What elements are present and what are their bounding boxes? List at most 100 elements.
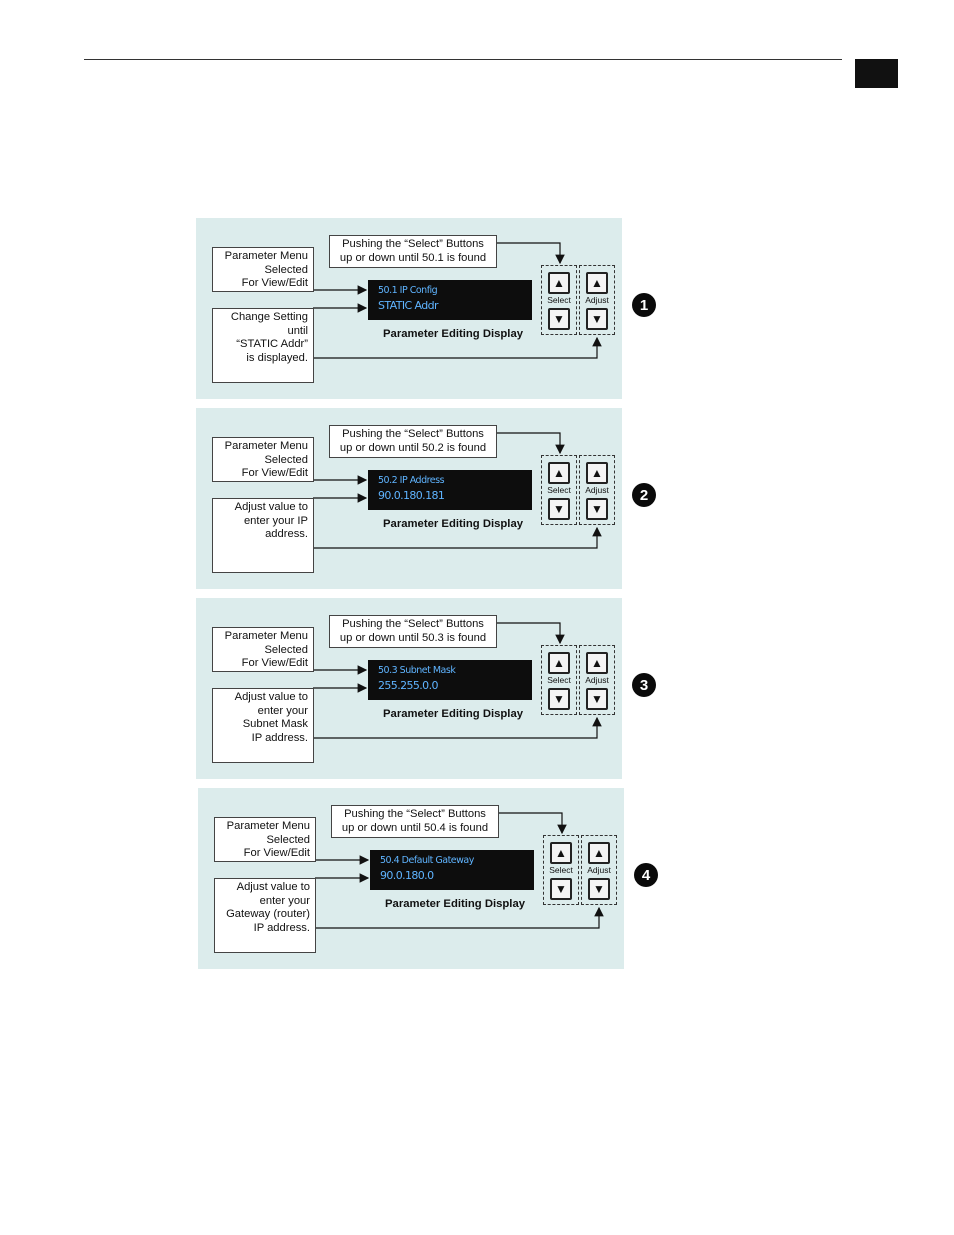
select-down-button[interactable]: ▼ — [550, 878, 572, 900]
connector-arrow — [313, 336, 602, 359]
triangle-up-icon: ▲ — [593, 846, 605, 860]
push-select-box-line: up or down until 50.1 is found — [339, 251, 487, 264]
display-value-line: 255.255.0.0 — [378, 679, 438, 692]
triangle-down-icon: ▼ — [593, 882, 605, 896]
connector-arrows — [315, 812, 604, 929]
connector-arrows — [313, 622, 602, 739]
instruction-box-line: “STATIC Addr” — [236, 338, 308, 351]
instruction-box-line: Adjust value to — [236, 881, 310, 893]
adjust-button-group: ▲ Adjust ▼ — [579, 455, 615, 525]
connector-arrow — [497, 432, 565, 455]
connector-arrows — [313, 242, 602, 359]
display-value-line: 90.0.180.181 — [378, 489, 445, 502]
connector-arrows — [313, 432, 602, 549]
display-parameter-line: 50.2 IP Address — [378, 475, 445, 486]
parameter-menu-box-line: For View/Edit — [241, 467, 308, 480]
instruction-box-line: Change Setting — [230, 311, 308, 323]
connector-arrow — [313, 716, 602, 739]
adjust-down-button[interactable]: ▼ — [586, 688, 608, 710]
triangle-down-icon: ▼ — [553, 502, 565, 516]
push-select-box-line: Pushing the “Select” Buttons — [342, 238, 484, 250]
instruction-box-line: enter your — [259, 894, 310, 907]
parameter-menu-box-line: Selected — [264, 453, 308, 466]
push-select-box-line: Pushing the “Select” Buttons — [344, 808, 486, 820]
adjust-label: Adjust — [585, 675, 609, 685]
adjust-up-button[interactable]: ▲ — [586, 272, 608, 294]
select-button-group: ▲ Select ▼ — [543, 835, 579, 905]
triangle-up-icon: ▲ — [553, 656, 565, 670]
adjust-down-button[interactable]: ▼ — [586, 308, 608, 330]
parameter-editing-display: 50.4 Default Gateway 90.0.180.0 — [370, 850, 534, 890]
select-down-button[interactable]: ▼ — [548, 308, 570, 330]
connector-arrow — [497, 622, 565, 645]
select-label: Select — [547, 675, 571, 685]
instruction-box-line: Gateway (router) — [226, 908, 310, 921]
triangle-down-icon: ▼ — [591, 502, 603, 516]
parameter-menu-box-line: Selected — [266, 833, 310, 846]
adjust-label: Adjust — [585, 485, 609, 495]
adjust-down-button[interactable]: ▼ — [588, 878, 610, 900]
instruction-box-line: is displayed. — [246, 351, 308, 364]
adjust-button-group: ▲ Adjust ▼ — [581, 835, 617, 905]
instruction-box-line: enter your — [257, 704, 308, 717]
corner-tab — [855, 59, 898, 88]
adjust-up-button[interactable]: ▲ — [588, 842, 610, 864]
select-down-button[interactable]: ▼ — [548, 688, 570, 710]
adjust-up-button[interactable]: ▲ — [586, 462, 608, 484]
adjust-down-button[interactable]: ▼ — [586, 498, 608, 520]
push-select-box-line: up or down until 50.2 is found — [339, 441, 487, 454]
display-value-line: STATIC Addr — [378, 299, 438, 312]
adjust-button-group: ▲Adjust ▼ — [579, 265, 615, 335]
select-up-button[interactable]: ▲ — [548, 652, 570, 674]
triangle-up-icon: ▲ — [591, 466, 603, 480]
step-number-badge: 4 — [634, 863, 658, 887]
adjust-label: Adjust — [585, 295, 609, 305]
select-up-button[interactable]: ▲ — [548, 462, 570, 484]
instruction-box-line: address. — [265, 528, 308, 541]
parameter-menu-box-line: Parameter Menu — [224, 440, 308, 452]
select-label: Select — [547, 295, 571, 305]
triangle-down-icon: ▼ — [591, 692, 603, 706]
parameter-menu-box-line: Parameter Menu — [224, 630, 308, 642]
display-parameter-line: 50.3 Subnet Mask — [378, 665, 456, 676]
parameter-menu-box-line: Selected — [264, 263, 308, 276]
instruction-box-line: IP address. — [253, 921, 310, 934]
parameter-menu-box-line: Parameter Menu — [226, 820, 310, 832]
parameter-menu-box-line: For View/Edit — [243, 847, 310, 860]
push-select-box-line: up or down until 50.4 is found — [341, 821, 489, 834]
display-value-line: 90.0.180.0 — [380, 869, 434, 882]
select-label: Select — [547, 485, 571, 495]
triangle-up-icon: ▲ — [555, 846, 567, 860]
step-number-badge: 2 — [632, 483, 656, 507]
triangle-up-icon: ▲ — [553, 276, 565, 290]
display-parameter-line: 50.1 IP Config — [378, 285, 438, 296]
select-down-button[interactable]: ▼ — [548, 498, 570, 520]
select-label: Select — [549, 865, 573, 875]
display-parameter-line: 50.4 Default Gateway — [380, 855, 474, 866]
select-up-button[interactable]: ▲ — [550, 842, 572, 864]
adjust-label: Adjust — [587, 865, 611, 875]
push-select-box-line: Pushing the “Select” Buttons — [342, 618, 484, 630]
select-button-group: ▲ Select ▼ — [541, 645, 577, 715]
select-button-group: ▲ Select ▼ — [541, 265, 577, 335]
select-up-button[interactable]: ▲ — [548, 272, 570, 294]
parameter-editing-display: 50.3 Subnet Mask 255.255.0.0 — [368, 660, 532, 700]
connector-arrow — [497, 242, 565, 265]
push-select-box-line: up or down until 50.3 is found — [339, 631, 487, 644]
display-caption: Parameter Editing Display — [385, 898, 526, 910]
parameter-menu-box-line: For View/Edit — [241, 277, 308, 290]
adjust-up-button[interactable]: ▲ — [586, 652, 608, 674]
